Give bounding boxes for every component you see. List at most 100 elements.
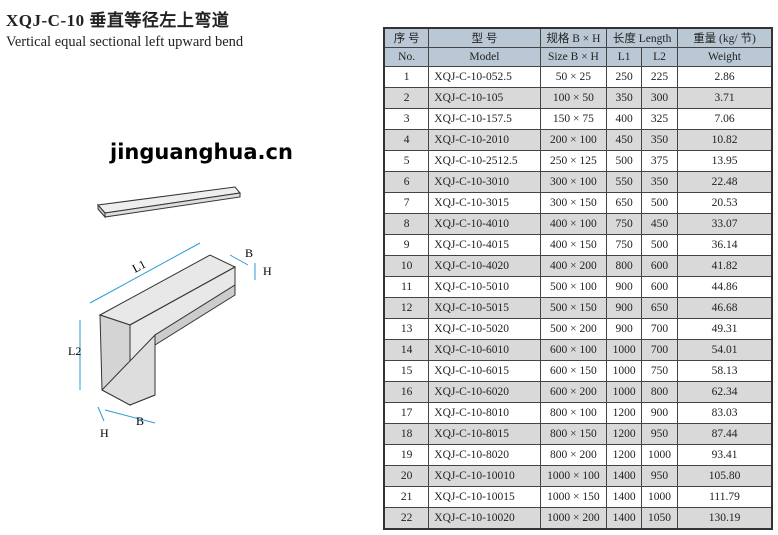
cell-size: 500 × 150 — [539, 297, 608, 319]
bend-body — [98, 254, 237, 406]
cell-l2: 500 — [641, 192, 678, 214]
cell-weight: 130.19 — [677, 507, 773, 530]
cell-size: 600 × 100 — [539, 339, 608, 361]
cell-weight: 49.31 — [677, 318, 773, 340]
label-h-top: H — [263, 264, 272, 278]
cell-no: 1 — [383, 66, 430, 88]
cell-size: 800 × 150 — [539, 423, 608, 445]
cell-size: 300 × 150 — [539, 192, 608, 214]
cell-l2: 600 — [641, 276, 678, 298]
cell-model: XQJ-C-10-5020 — [428, 318, 541, 340]
cell-l1: 750 — [606, 213, 643, 235]
watermark: jinguanghua.cn — [110, 140, 293, 164]
cell-weight: 33.07 — [677, 213, 773, 235]
cell-l1: 1400 — [606, 486, 643, 508]
cell-l2: 225 — [641, 66, 678, 88]
header-no-cn: 序 号 — [383, 27, 430, 48]
cell-weight: 2.86 — [677, 66, 773, 88]
cell-no: 15 — [383, 360, 430, 382]
cell-no: 17 — [383, 402, 430, 424]
cell-size: 150 × 75 — [539, 108, 608, 130]
cell-l2: 900 — [641, 402, 678, 424]
cell-l2: 1000 — [641, 444, 678, 466]
cell-size: 300 × 100 — [539, 171, 608, 193]
cell-l1: 750 — [606, 234, 643, 256]
label-h-bottom: H — [100, 426, 109, 440]
cell-model: XQJ-C-10-157.5 — [428, 108, 541, 130]
header-weight-cn: 重量 (kg/ 节) — [677, 27, 773, 48]
cell-weight: 83.03 — [677, 402, 773, 424]
cell-l2: 325 — [641, 108, 678, 130]
cell-no: 7 — [383, 192, 430, 214]
dimension-lines — [79, 242, 256, 424]
header-size-en: Size B × H — [539, 47, 608, 67]
cell-l1: 1000 — [606, 339, 643, 361]
cell-size: 400 × 150 — [539, 234, 608, 256]
spec-table: 序 号 型 号 规格 B × H 长度 Length 重量 (kg/ 节) No… — [383, 27, 773, 530]
cell-no: 14 — [383, 339, 430, 361]
cell-l2: 375 — [641, 150, 678, 172]
cell-l1: 400 — [606, 108, 643, 130]
header-model-en: Model — [428, 47, 541, 67]
cell-weight: 58.13 — [677, 360, 773, 382]
cell-l2: 450 — [641, 213, 678, 235]
cell-weight: 44.86 — [677, 276, 773, 298]
cell-model: XQJ-C-10-6020 — [428, 381, 541, 403]
cell-l1: 1400 — [606, 507, 643, 530]
cell-model: XQJ-C-10-5015 — [428, 297, 541, 319]
label-l1: L1 — [130, 257, 148, 276]
cell-size: 500 × 100 — [539, 276, 608, 298]
label-b-top: B — [245, 246, 253, 260]
cell-l2: 600 — [641, 255, 678, 277]
cell-weight: 87.44 — [677, 423, 773, 445]
cell-size: 50 × 25 — [539, 66, 608, 88]
cell-size: 200 × 100 — [539, 129, 608, 151]
cell-l1: 1400 — [606, 465, 643, 487]
cell-weight: 54.01 — [677, 339, 773, 361]
cell-size: 100 × 50 — [539, 87, 608, 109]
cell-weight: 13.95 — [677, 150, 773, 172]
cell-model: XQJ-C-10-3010 — [428, 171, 541, 193]
cell-model: XQJ-C-10-6010 — [428, 339, 541, 361]
cell-weight: 62.34 — [677, 381, 773, 403]
cell-weight: 46.68 — [677, 297, 773, 319]
cell-model: XQJ-C-10-2512.5 — [428, 150, 541, 172]
cell-model: XQJ-C-10-052.5 — [428, 66, 541, 88]
cell-no: 12 — [383, 297, 430, 319]
cell-size: 500 × 200 — [539, 318, 608, 340]
cell-l2: 750 — [641, 360, 678, 382]
cell-no: 16 — [383, 381, 430, 403]
cell-weight: 3.71 — [677, 87, 773, 109]
cell-model: XQJ-C-10-3015 — [428, 192, 541, 214]
cell-model: XQJ-C-10-8010 — [428, 402, 541, 424]
cell-size: 1000 × 200 — [539, 507, 608, 530]
cell-l1: 650 — [606, 192, 643, 214]
cell-model: XQJ-C-10-10020 — [428, 507, 541, 530]
cell-weight: 93.41 — [677, 444, 773, 466]
cell-l2: 350 — [641, 171, 678, 193]
cell-model: XQJ-C-10-5010 — [428, 276, 541, 298]
bend-drawing: L1 L2 B H B H — [68, 186, 272, 440]
cell-l1: 900 — [606, 276, 643, 298]
page-title: XQJ-C-10 垂直等径左上弯道 — [6, 11, 230, 30]
cell-size: 800 × 200 — [539, 444, 608, 466]
header-length: 长度 Length — [606, 27, 678, 48]
cell-model: XQJ-C-10-4015 — [428, 234, 541, 256]
cell-l2: 1050 — [641, 507, 678, 530]
cell-l1: 800 — [606, 255, 643, 277]
cell-l2: 950 — [641, 465, 678, 487]
cell-no: 6 — [383, 171, 430, 193]
header-no-en: No. — [383, 47, 430, 67]
page-subtitle: Vertical equal sectional left upward ben… — [6, 34, 244, 50]
cell-l1: 450 — [606, 129, 643, 151]
